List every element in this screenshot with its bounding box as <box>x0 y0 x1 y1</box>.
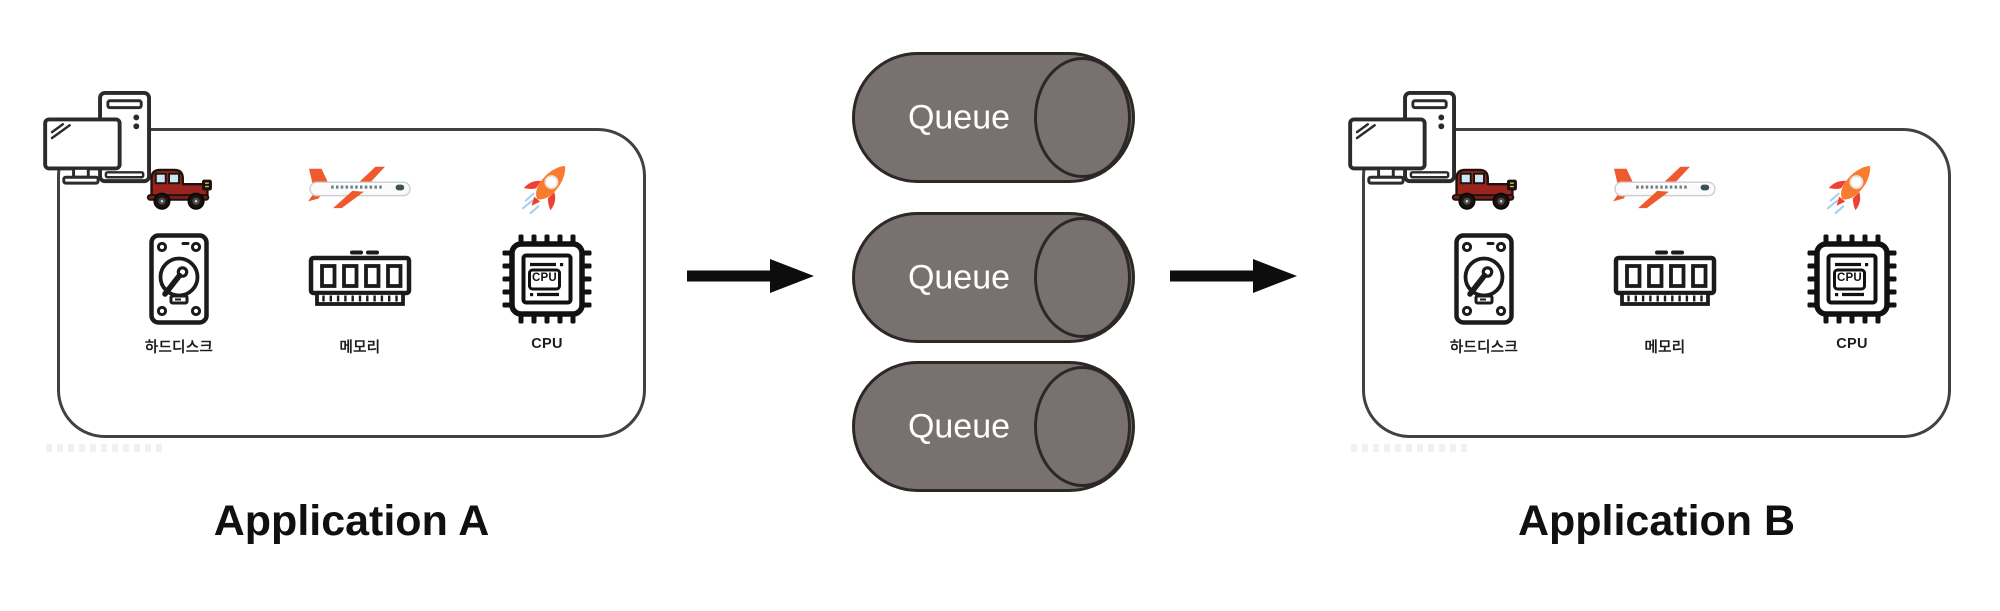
component-column-harddisk: 하드디스크 <box>1396 131 1572 357</box>
cpu-chip-text: CPU <box>532 272 557 284</box>
component-column-cpu: CPU CPU <box>1764 131 1940 352</box>
arrow-a-to-queue <box>687 258 815 294</box>
component-column-memory: 메모리 <box>272 131 448 357</box>
component-column-harddisk: 하드디스크 <box>91 131 267 357</box>
cpu-label: CPU <box>531 336 563 352</box>
queue-1-label: Queue <box>907 98 1011 136</box>
memory-label: 메모리 <box>1644 340 1686 356</box>
hard-disk-icon <box>1453 232 1515 326</box>
hard-disk-icon <box>148 232 210 326</box>
vintage-car-icon <box>143 163 215 211</box>
application-a-box: 하드디스크 메모리 CPU CPU <box>57 128 646 452</box>
vintage-car-icon <box>1448 163 1520 211</box>
memory-ram-icon <box>1613 249 1717 309</box>
harddisk-label: 하드디스크 <box>144 340 214 356</box>
queue-cylinder-2: Queue <box>852 212 1135 343</box>
cpu-chip-text: CPU <box>1837 272 1862 284</box>
component-column-memory: 메모리 <box>1577 131 1753 357</box>
memory-ram-icon <box>308 249 412 309</box>
application-a-title: Application A <box>213 497 490 545</box>
queue-cylinder-3: Queue <box>852 361 1135 492</box>
harddisk-label: 하드디스크 <box>1449 340 1519 356</box>
queue-cylinder-cap <box>1034 366 1131 487</box>
cpu-label: CPU <box>1836 336 1868 352</box>
queue-3-label: Queue <box>907 407 1011 445</box>
watermark <box>46 444 164 452</box>
application-b-title: Application B <box>1517 497 1796 545</box>
queue-cylinder-1: Queue <box>852 52 1135 183</box>
watermark <box>1351 444 1469 452</box>
arrow-queue-to-b <box>1170 258 1298 294</box>
rocket-icon <box>1825 158 1879 216</box>
queue-cylinder-cap <box>1034 57 1131 178</box>
queue-cylinder-cap <box>1034 217 1131 338</box>
application-b-box: 하드디스크 메모리 CPU CPU <box>1362 128 1951 452</box>
queue-2-label: Queue <box>907 258 1011 296</box>
rocket-icon <box>520 158 574 216</box>
airplane-icon <box>1611 162 1719 212</box>
airplane-icon <box>306 162 414 212</box>
component-column-cpu: CPU CPU <box>459 131 635 352</box>
memory-label: 메모리 <box>339 340 381 356</box>
